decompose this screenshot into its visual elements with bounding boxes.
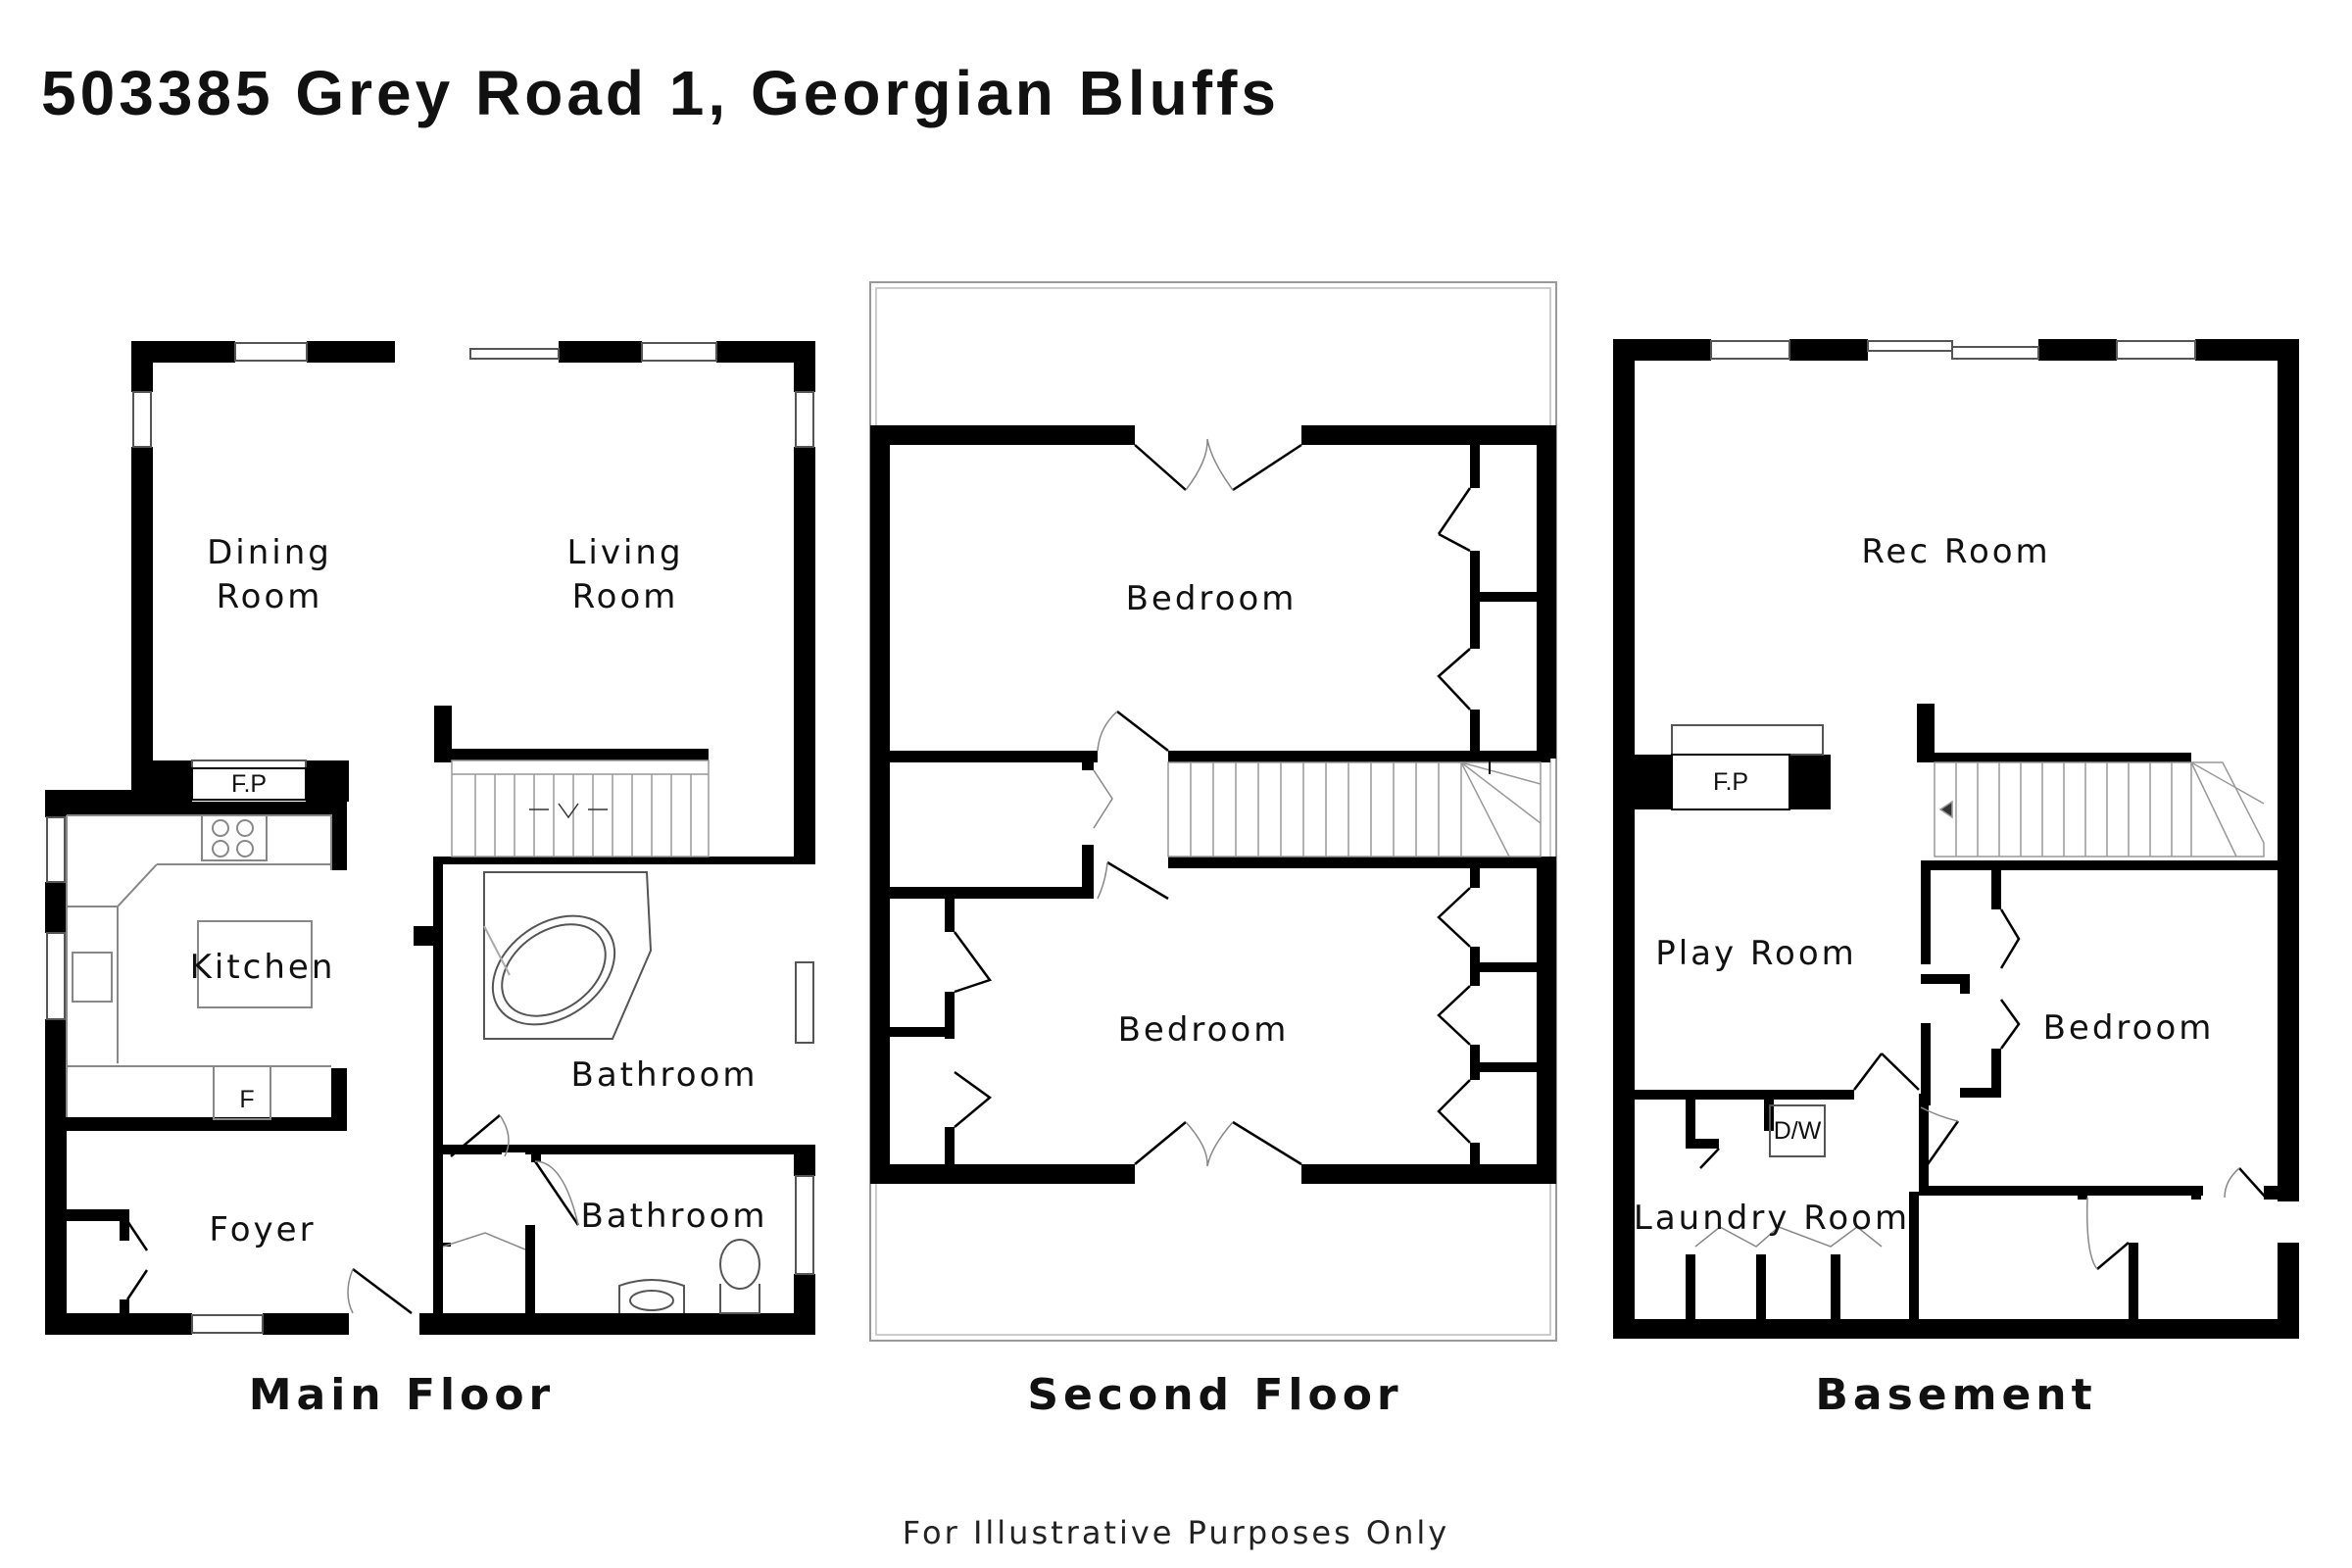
page-title: 503385 Grey Road 1, Georgian Bluffs xyxy=(41,58,1280,128)
second-floor-walls xyxy=(870,425,1556,1184)
room-label-basement-bedroom: Bedroom xyxy=(2043,1008,2215,1048)
basement-stairs xyxy=(1934,761,2265,858)
main-floor-doors xyxy=(125,1114,580,1314)
main-floor-room-labels: Dining Room Living Room Kitchen Foyer Ba… xyxy=(190,533,768,1250)
basement-room-labels: Rec Room Play Room Bedroom Laundry Room … xyxy=(1634,532,2215,1238)
room-label-living-1: Living xyxy=(566,533,683,572)
toilet-icon xyxy=(719,1239,760,1314)
sink-icon xyxy=(618,1279,685,1313)
room-label-dining-1: Dining xyxy=(207,533,332,572)
basement-doors xyxy=(1694,908,2267,1270)
basement-walls xyxy=(1613,339,2299,1339)
room-label-bedroom-top: Bedroom xyxy=(1126,579,1298,618)
floor-label-basement: Basement xyxy=(1815,1370,2097,1420)
room-label-play-room: Play Room xyxy=(1655,934,1857,973)
room-label-dining-2: Room xyxy=(217,577,323,616)
main-floor-plan: Dining Room Living Room Kitchen Foyer Ba… xyxy=(45,341,815,1335)
fridge-label: F xyxy=(239,1086,254,1113)
second-floor-room-labels: Bedroom Bedroom xyxy=(1118,579,1298,1050)
second-floor-doors xyxy=(953,438,1472,1167)
basement-windows xyxy=(1671,340,2196,1157)
basement-plan: Rec Room Play Room Bedroom Laundry Room … xyxy=(1613,339,2299,1339)
basement-fireplace-label: F.P xyxy=(1713,768,1748,796)
room-label-laundry-room: Laundry Room xyxy=(1634,1199,1910,1238)
kitchen-counter xyxy=(66,814,332,1120)
main-floor-windows xyxy=(46,342,814,1334)
room-label-kitchen: Kitchen xyxy=(190,948,336,987)
room-label-foyer: Foyer xyxy=(209,1210,316,1250)
room-label-rec-room: Rec Room xyxy=(1861,532,2050,571)
room-label-bedroom-bottom: Bedroom xyxy=(1118,1010,1290,1050)
room-label-bathroom-lower: Bathroom xyxy=(581,1197,768,1236)
room-label-living-2: Room xyxy=(572,577,679,616)
main-floor-walls xyxy=(45,341,815,1335)
footer-note: For Illustrative Purposes Only xyxy=(902,1514,1450,1551)
second-floor-stairs xyxy=(1167,755,1542,858)
main-floor-stairs xyxy=(451,760,710,858)
bathtub-icon xyxy=(483,871,653,1040)
dishwasher-label: D/W xyxy=(1774,1117,1822,1145)
floor-label-main: Main Floor xyxy=(248,1370,556,1420)
second-floor-plan: Bedroom Bedroom xyxy=(869,281,1557,1342)
room-label-bathroom-upper: Bathroom xyxy=(571,1055,759,1095)
floor-label-second: Second Floor xyxy=(1027,1370,1403,1420)
fireplace-label: F.P xyxy=(231,770,267,798)
